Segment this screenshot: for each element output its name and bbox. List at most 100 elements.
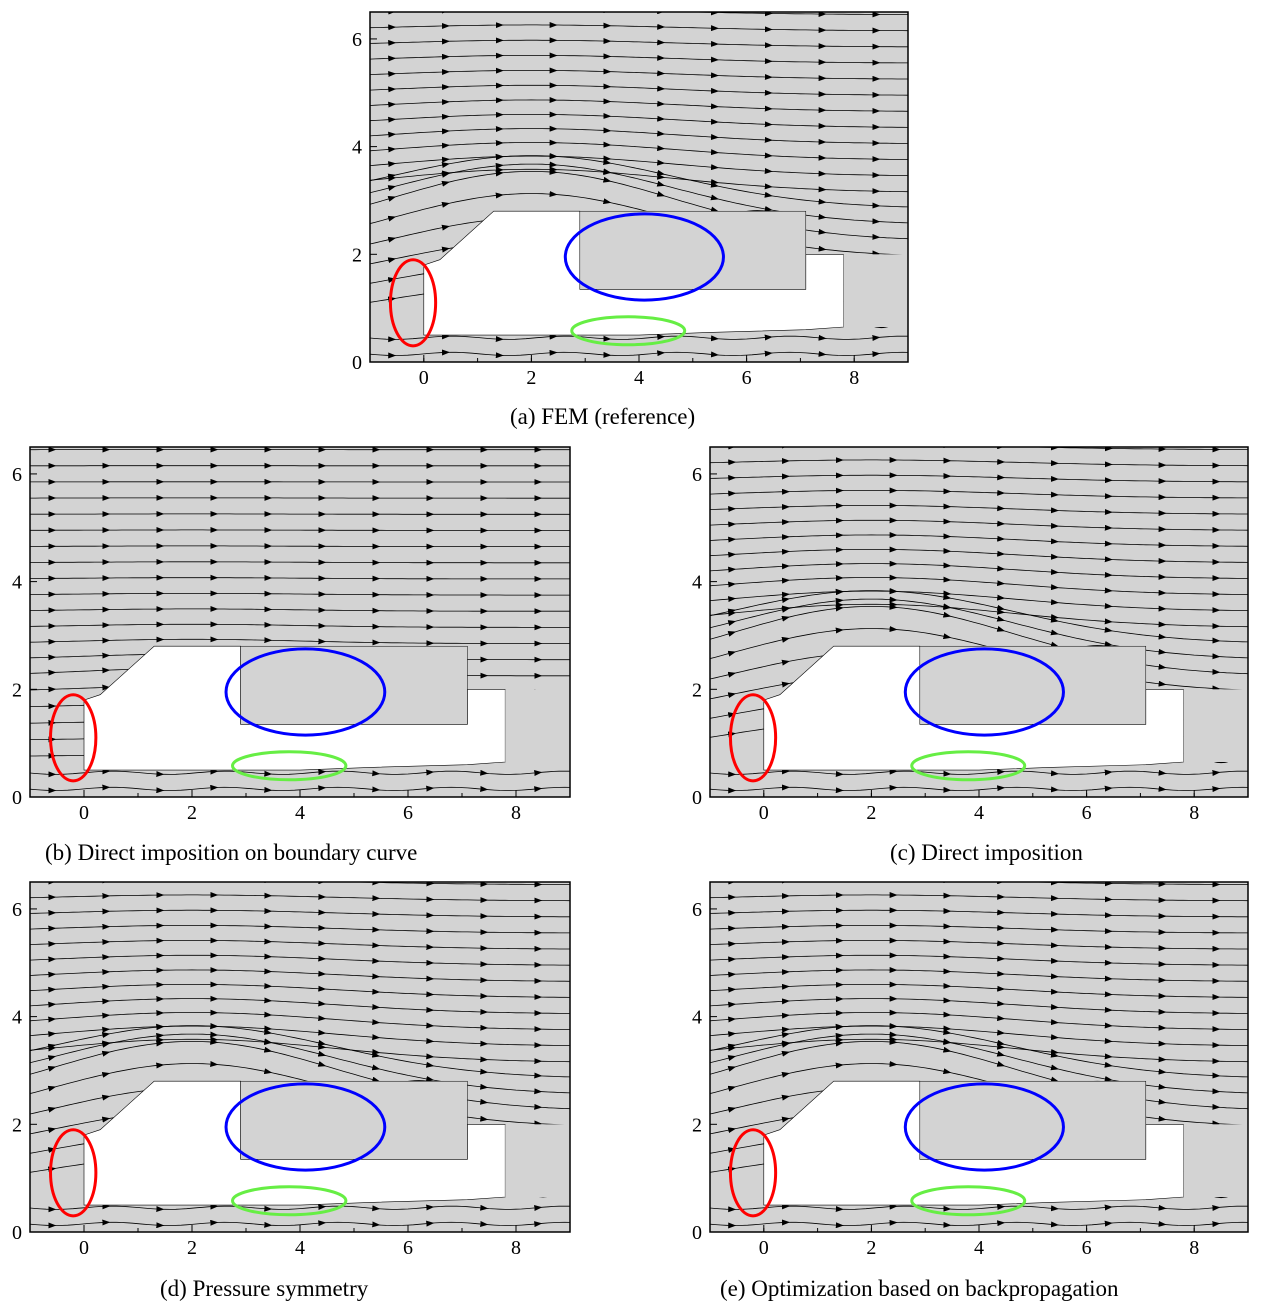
streamline — [370, 155, 908, 176]
streamline-arrow — [996, 1050, 1006, 1057]
streamline-arrow — [441, 224, 450, 231]
red-ellipse — [728, 693, 778, 783]
streamline-arrow — [727, 631, 737, 637]
streamline-arrow — [781, 636, 790, 643]
streamline — [370, 155, 908, 208]
caption-d: (d) Pressure symmetry — [160, 1276, 369, 1301]
streamline-arrow — [942, 611, 952, 618]
wake-region — [1183, 689, 1248, 762]
streamline — [30, 623, 570, 628]
y-tick-label: 4 — [12, 572, 22, 594]
streamline-arrow — [996, 615, 1006, 622]
streamline — [370, 39, 908, 48]
streamline-arrow — [47, 1055, 57, 1061]
wake-region — [843, 254, 908, 327]
streamline — [710, 549, 1248, 563]
streamline — [30, 638, 570, 644]
y-tick-label: 6 — [352, 29, 362, 51]
streamline — [30, 608, 570, 612]
y-tick-label: 6 — [12, 899, 22, 921]
streamline-arrow — [1050, 1064, 1059, 1071]
streamline — [30, 1025, 570, 1078]
streamline — [30, 1063, 570, 1126]
red-ellipse — [388, 258, 438, 348]
streamline-arrow — [101, 1050, 111, 1057]
y-tick-label: 4 — [12, 1007, 22, 1029]
streamline-arrow — [727, 1085, 737, 1092]
x-tick-label: 4 — [634, 367, 644, 389]
streamline — [710, 1025, 1248, 1046]
wake-region — [505, 689, 570, 762]
streamline — [710, 1221, 1248, 1226]
blue-ellipse — [224, 1082, 387, 1172]
streamline — [30, 1012, 570, 1030]
streamline — [710, 519, 1248, 531]
streamline-arrow — [441, 201, 450, 208]
streamline-arrow — [387, 185, 397, 191]
streamline-arrow — [781, 1094, 790, 1101]
y-tick-label: 4 — [352, 137, 362, 159]
streamline-arrow — [727, 620, 737, 626]
streamline — [710, 1012, 1248, 1030]
streamline-arrow — [47, 1127, 57, 1134]
y-tick-label: 6 — [12, 464, 22, 486]
caption-e: (e) Optimization based on backpropagatio… — [720, 1276, 1119, 1301]
streamline — [30, 1038, 570, 1063]
x-tick-label: 0 — [79, 802, 89, 824]
streamline — [30, 925, 570, 934]
streamline-arrow — [710, 194, 719, 201]
streamline-arrow — [781, 1041, 790, 1048]
streamline — [370, 12, 908, 15]
streamline — [30, 1205, 570, 1210]
streamline — [710, 909, 1248, 918]
x-tick-label: 6 — [403, 1237, 413, 1259]
streamline-arrow — [371, 1064, 381, 1071]
x-tick-label: 4 — [974, 802, 984, 824]
streamline — [370, 163, 908, 224]
streamline-arrow — [387, 215, 397, 222]
streamline-arrow — [47, 1106, 57, 1113]
x-tick-label: 4 — [295, 1237, 305, 1259]
streamline — [30, 998, 570, 1014]
x-tick-label: 2 — [187, 1237, 197, 1259]
y-tick-label: 4 — [692, 572, 702, 594]
streamline — [370, 335, 908, 340]
streamline — [710, 490, 1248, 499]
red-ellipse — [49, 1128, 98, 1218]
y-tick-label: 2 — [12, 1114, 22, 1136]
streamline-arrow — [727, 1055, 737, 1061]
streamline — [30, 1033, 570, 1094]
x-tick-label: 8 — [511, 1237, 521, 1259]
streamline — [370, 114, 908, 128]
streamline — [370, 142, 908, 160]
streamlines — [710, 447, 1248, 794]
streamline — [710, 459, 1248, 467]
x-tick-label: 2 — [526, 367, 536, 389]
streamline — [370, 84, 908, 96]
streamline — [710, 954, 1248, 966]
x-tick-label: 6 — [1082, 802, 1092, 824]
streamline — [710, 1025, 1248, 1078]
streamline-arrow — [727, 1066, 737, 1072]
streamline — [710, 563, 1248, 579]
streamline-arrow — [387, 257, 397, 264]
x-tick-label: 6 — [1082, 1237, 1092, 1259]
green-ellipse — [570, 315, 687, 347]
streamline — [710, 786, 1248, 791]
streamline — [370, 24, 908, 32]
streamline — [370, 55, 908, 64]
streamline-arrow — [996, 626, 1006, 632]
streamline — [30, 882, 570, 885]
streamline-arrow — [263, 1068, 273, 1075]
y-tick-label: 2 — [352, 244, 362, 266]
streamline — [30, 561, 570, 564]
blue-ellipse — [903, 1082, 1065, 1172]
streamline-arrow — [101, 1094, 111, 1101]
streamline — [370, 128, 908, 144]
streamline-arrow — [602, 198, 612, 205]
streamline-arrow — [656, 191, 666, 197]
